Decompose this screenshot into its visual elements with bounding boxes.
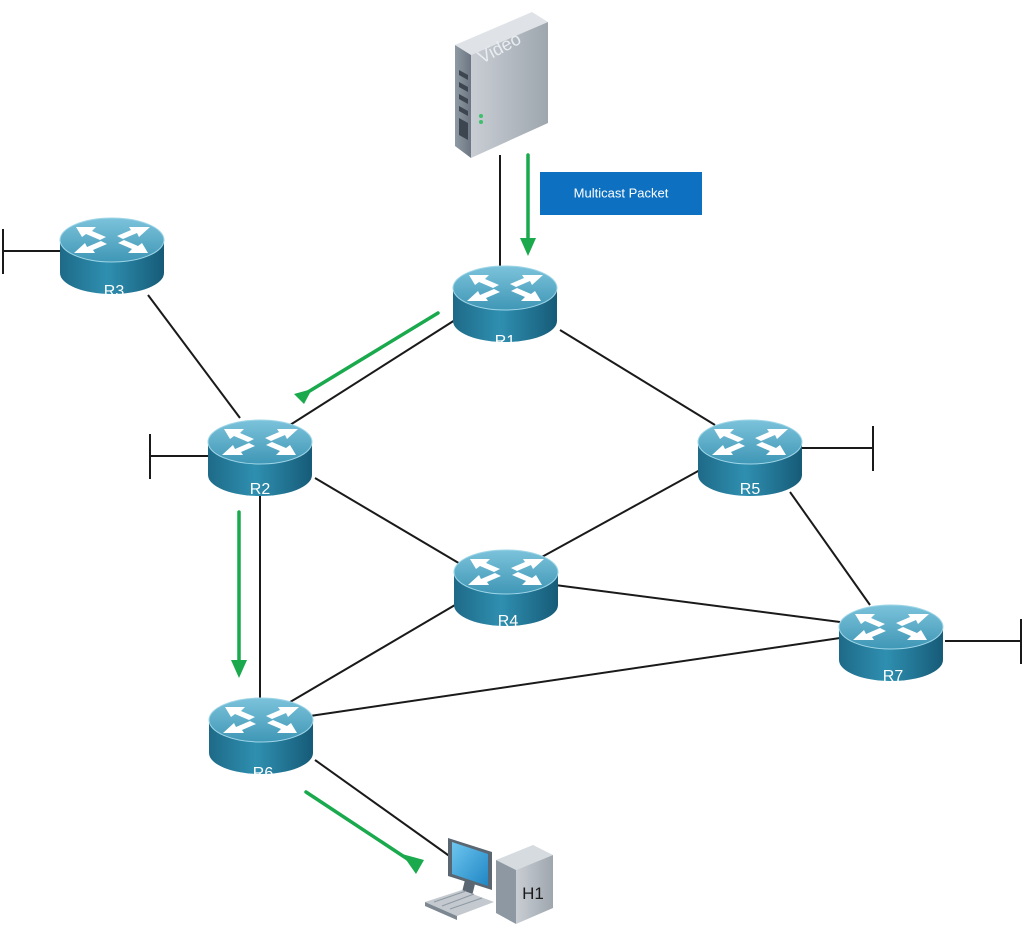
links bbox=[147, 155, 871, 861]
link-r6-r7 bbox=[309, 637, 841, 717]
multicast-flow bbox=[231, 153, 536, 874]
link-r3-r2 bbox=[147, 294, 241, 419]
stub-interfaces bbox=[2, 229, 1022, 664]
router-r5: R5 bbox=[697, 419, 803, 498]
link-r4-r6 bbox=[284, 604, 456, 706]
router-r3: R3 bbox=[59, 217, 165, 300]
link-r1-r2 bbox=[289, 319, 456, 426]
link-r2-r4 bbox=[314, 477, 463, 566]
router-r1: R1 bbox=[452, 265, 558, 350]
video-server-icon: Video bbox=[455, 12, 548, 158]
flow-arrow-video-r1 bbox=[520, 153, 536, 256]
link-r1-r5 bbox=[559, 329, 716, 426]
flow-arrow-r2-r6 bbox=[231, 510, 247, 678]
router-label-r3: R3 bbox=[104, 283, 125, 300]
host-label: H1 bbox=[522, 884, 544, 903]
flow-arrow-r6-h1 bbox=[304, 790, 424, 874]
router-label-r4: R4 bbox=[498, 613, 519, 630]
router-r2: R2 bbox=[207, 419, 313, 498]
link-r5-r4 bbox=[539, 469, 701, 559]
router-r4: R4 bbox=[453, 549, 559, 630]
link-r6-h1 bbox=[314, 759, 456, 861]
router-label-r2: R2 bbox=[250, 481, 271, 498]
router-label-r1: R1 bbox=[495, 333, 516, 350]
router-label-r7: R7 bbox=[883, 668, 904, 685]
callout-label: Multicast Packet bbox=[574, 185, 669, 200]
router-r7: R7 bbox=[838, 604, 944, 685]
router-label-r6: R6 bbox=[253, 765, 274, 782]
link-r5-r7 bbox=[789, 491, 871, 606]
multicast-packet-callout: Multicast Packet bbox=[540, 172, 702, 215]
link-r4-r7 bbox=[554, 584, 841, 623]
callout-box bbox=[540, 172, 702, 215]
router-label-r5: R5 bbox=[740, 481, 761, 498]
router-r6: R6 bbox=[208, 697, 314, 782]
host-h1-computer-icon: H1 bbox=[425, 838, 553, 924]
flow-arrow-r1-r2 bbox=[294, 311, 440, 404]
